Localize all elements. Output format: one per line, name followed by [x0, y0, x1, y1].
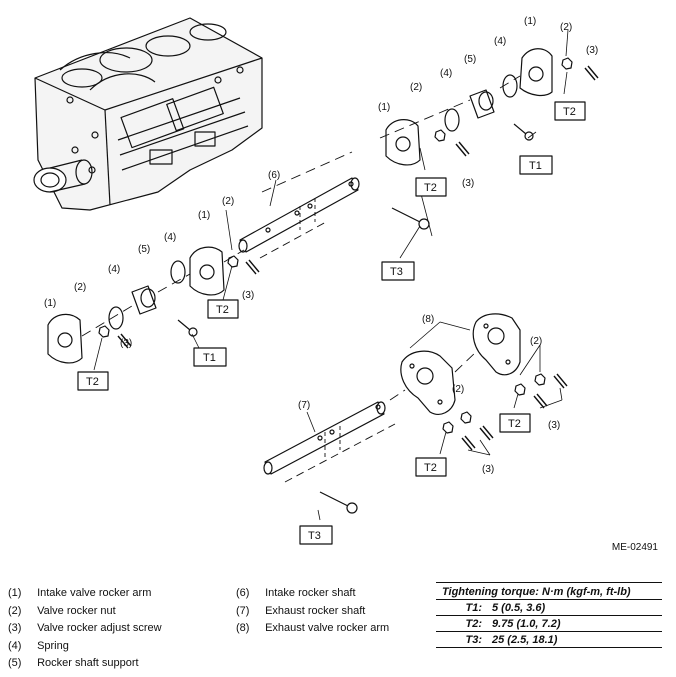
torque-value: 5 (0.5, 3.6): [492, 602, 546, 614]
legend-number: (3): [8, 622, 22, 634]
torque-table-title: Tightening torque: N·m (kgf-m, ft-lb): [436, 583, 662, 600]
intake-rocker-arm-mid: [189, 246, 225, 296]
figure-id: ME-02491: [611, 542, 658, 553]
legend-label: Intake rocker shaft: [265, 587, 356, 599]
legend-label: Valve rocker adjust screw: [37, 622, 162, 634]
callout-2-mid: (2): [222, 196, 234, 207]
torque-label-t2-mid: T2: [216, 304, 229, 316]
exhaust-valve-rocker-arm-upper: [472, 313, 521, 376]
torque-label-t3-upper: T3: [390, 266, 403, 278]
exploded-view-diagram: (1) (2) (3) (4) (5) (4) (1) (2) (3) (6) …: [33, 16, 599, 545]
callout-2-lower-mid: (2): [452, 384, 464, 395]
callout-1-right: (1): [378, 102, 390, 113]
callout-5-left: (5): [138, 244, 150, 255]
callout-2-right: (2): [410, 82, 422, 93]
legend-label: Exhaust valve rocker arm: [265, 622, 390, 634]
callout-2-far-right: (2): [560, 22, 572, 33]
torque-label-t2-right: T2: [424, 182, 437, 194]
callout-3-left: (3): [120, 338, 132, 349]
callout-1-mid: (1): [198, 210, 210, 221]
legend-label: Spring: [37, 639, 69, 652]
callout-4-left: (4): [108, 264, 120, 275]
intake-rocker-arm-right: [385, 119, 421, 166]
callout-6: (6): [268, 170, 280, 181]
torque-value: 9.75 (1.0, 7.2): [492, 618, 561, 630]
legend-item: (6) Intake rocker shaft: [236, 585, 389, 603]
torque-key: T2:: [465, 618, 483, 630]
callout-3-lower-mid: (3): [482, 464, 494, 475]
legend-label: Rocker shaft support: [37, 657, 139, 669]
torque-value: 25 (2.5, 18.1): [492, 634, 558, 646]
callout-3-lower-right: (3): [548, 420, 560, 431]
legend-number: (1): [8, 587, 22, 599]
intake-rocker-arm-far-right: [519, 48, 553, 97]
torque-row: T2: 9.75 (1.0, 7.2): [436, 616, 662, 632]
torque-label-t2-lower-mid: T2: [424, 462, 437, 474]
legend-number: (8): [236, 622, 250, 634]
spring-far-right: [502, 74, 518, 98]
torque-key: T1:: [465, 602, 483, 614]
legend-number: (6): [236, 587, 250, 599]
legend-item: (2) Valve rocker nut: [8, 603, 162, 621]
cylinder-head: [33, 17, 263, 211]
intake-rocker-shaft: [238, 177, 360, 259]
callout-5-right: (5): [464, 54, 476, 65]
callout-1-far-right: (1): [524, 16, 536, 27]
legend-item: (1) Intake valve rocker arm: [8, 585, 162, 603]
legend-item: (8) Exhaust valve rocker arm: [236, 620, 389, 638]
valve-rocker-nuts: [98, 57, 573, 434]
legend-label: Valve rocker nut: [37, 604, 116, 617]
callout-3-right: (3): [462, 178, 474, 189]
torque-label-t2-left: T2: [86, 376, 99, 388]
spring-right: [444, 108, 460, 132]
torque-label-t2-far-right: T2: [563, 106, 576, 118]
torque-label-t1-left: T1: [203, 352, 216, 364]
rocker-shaft-support-right: [469, 89, 495, 119]
torque-label-t1-right: T1: [529, 160, 542, 172]
legend-item: (7) Exhaust rocker shaft: [236, 603, 389, 621]
callout-4-right: (4): [440, 68, 452, 79]
callout-4-mid: (4): [164, 232, 176, 243]
torque-label-t2-lower-right: T2: [508, 418, 521, 430]
callout-8: (8): [422, 314, 434, 325]
legend-number: (7): [236, 604, 250, 617]
legend-item: (5) Rocker shaft support: [8, 655, 162, 673]
torque-row: T3: 25 (2.5, 18.1): [436, 632, 662, 648]
callout-4-far-right: (4): [494, 36, 506, 47]
legend-number: (4): [8, 639, 22, 652]
callout-2-lower-right: (2): [530, 336, 542, 347]
legend-left-column: (1) Intake valve rocker arm (2) Valve ro…: [8, 585, 162, 673]
legend-middle-column: (6) Intake rocker shaft (7) Exhaust rock…: [236, 585, 389, 638]
legend-item: (3) Valve rocker adjust screw: [8, 620, 162, 638]
legend-item: (4) Spring: [8, 638, 162, 656]
callout-3-mid: (3): [242, 290, 254, 301]
legend-label: Exhaust rocker shaft: [265, 604, 366, 617]
legend-label: Intake valve rocker arm: [37, 587, 152, 599]
callout-7: (7): [298, 400, 310, 411]
legend-number: (5): [8, 657, 22, 669]
spring-mid: [170, 260, 186, 284]
callout-3-far-right: (3): [586, 45, 598, 56]
callout-1-left: (1): [44, 298, 56, 309]
tightening-torque-table: Tightening torque: N·m (kgf-m, ft-lb) T1…: [436, 582, 662, 648]
exhaust-valve-rocker-arm-lower: [400, 350, 456, 415]
torque-row: T1: 5 (0.5, 3.6): [436, 600, 662, 616]
exhaust-rocker-shaft: [263, 401, 396, 483]
torque-key: T3:: [465, 634, 483, 646]
callout-2-left: (2): [74, 282, 86, 293]
valve-rocker-adjust-screws: [117, 65, 599, 451]
legend-number: (2): [8, 604, 22, 617]
torque-label-t3-lower: T3: [308, 530, 321, 542]
intake-rocker-arm-left: [47, 313, 83, 364]
rocker-shaft-support-left: [131, 285, 157, 315]
spring-left: [108, 306, 124, 330]
